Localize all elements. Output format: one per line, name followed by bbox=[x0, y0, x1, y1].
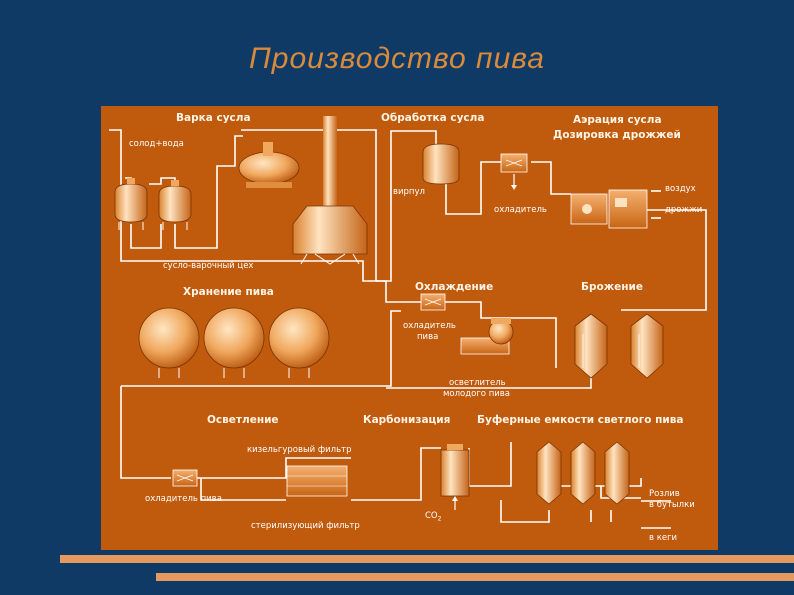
section-storage: Хранение пива bbox=[183, 286, 274, 298]
young-beer-clarifier bbox=[460, 318, 514, 355]
label-malt-water: солод+вода bbox=[129, 139, 184, 149]
section-aeration: Аэрация сусла bbox=[573, 114, 662, 126]
decorative-bar-bottom bbox=[156, 573, 794, 581]
beer-cooler bbox=[420, 293, 446, 311]
label-beer-cooler-2: пива bbox=[417, 332, 439, 342]
label-kieselguhr: кизельгуровый фильтр bbox=[247, 445, 352, 455]
section-fermentation: Брожение bbox=[581, 281, 644, 293]
label-bottling-2: в бутылки bbox=[649, 500, 695, 510]
decorative-bar-top bbox=[60, 555, 794, 563]
label-brewhouse: сусло-варочный цех bbox=[163, 261, 254, 271]
brewing-process-diagram: Варка сусла Обработка сусла Аэрация сусл… bbox=[101, 106, 718, 550]
section-carbonization: Карбонизация bbox=[363, 414, 451, 426]
aeration-unit bbox=[570, 189, 648, 229]
kieselguhr-filter bbox=[286, 465, 348, 497]
section-clarification: Осветление bbox=[207, 414, 279, 426]
process-flow-svg bbox=[109, 116, 707, 529]
storage-tanks bbox=[138, 307, 330, 378]
label-cooler: охладитель bbox=[494, 205, 547, 215]
lauter-tun bbox=[292, 116, 368, 265]
carbonization-tank bbox=[440, 444, 470, 510]
label-whirlpool: вирпул bbox=[393, 187, 425, 197]
label-yeast: дрожжи bbox=[665, 205, 703, 215]
label-young-clarifier-1: осветлитель bbox=[449, 378, 506, 388]
fermentation-tanks bbox=[574, 313, 664, 379]
section-cooling: Охлаждение bbox=[415, 281, 494, 293]
label-beer-cooler-low: охладитель пива bbox=[145, 494, 222, 504]
mash-tun-1 bbox=[114, 178, 148, 230]
label-co2: CO2 bbox=[425, 511, 442, 523]
section-brewing: Варка сусла bbox=[176, 112, 251, 124]
buffer-tanks bbox=[536, 441, 630, 505]
label-bottling-1: Розлив bbox=[649, 489, 680, 499]
label-young-clarifier-2: молодого пива bbox=[443, 389, 510, 399]
low-beer-cooler bbox=[172, 469, 198, 487]
page-title: Производство пива bbox=[249, 42, 545, 75]
label-kegs: в кеги bbox=[649, 533, 678, 543]
wort-cooler bbox=[500, 153, 528, 190]
section-buffer: Буферные емкости светлого пива bbox=[477, 414, 684, 426]
pipelines bbox=[109, 129, 707, 529]
section-wort-treatment: Обработка сусла bbox=[381, 112, 485, 124]
label-beer-cooler-1: охладитель bbox=[403, 321, 456, 331]
section-yeast-dosing: Дозировка дрожжей bbox=[553, 129, 681, 141]
label-air: воздух bbox=[665, 184, 696, 194]
whirlpool-tank bbox=[422, 143, 460, 185]
mash-tun-2 bbox=[158, 180, 192, 230]
label-sterilizing-filter: стерилизующий фильтр bbox=[251, 521, 360, 531]
wort-kettle bbox=[238, 142, 300, 188]
